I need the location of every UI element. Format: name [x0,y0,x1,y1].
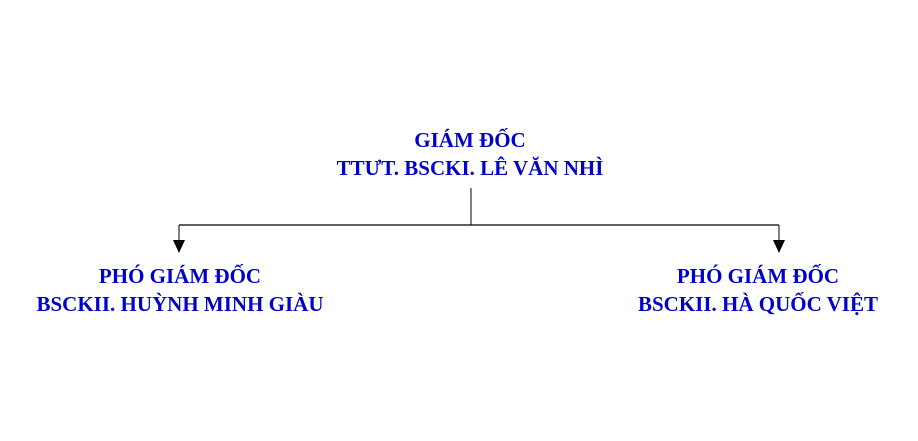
deputy-node-right: PHÓ GIÁM ĐỐC BSCKII. HÀ QUỐC VIỆT [638,262,878,318]
deputy-node-left: PHÓ GIÁM ĐỐC BSCKII. HUỲNH MINH GIÀU [36,262,323,318]
director-node: GIÁM ĐỐC TTƯT. BSCKI. LÊ VĂN NHÌ [337,126,604,182]
deputy-name: BSCKII. HÀ QUỐC VIỆT [637,292,879,316]
arrow-down-icon [773,240,785,253]
arrow-down-icon [173,240,185,253]
director-title: GIÁM ĐỐC [414,128,526,152]
director-name: TTƯT. BSCKI. LÊ VĂN NHÌ [336,156,604,180]
deputy-title: PHÓ GIÁM ĐỐC [98,264,262,288]
deputy-title: PHÓ GIÁM ĐỐC [676,264,840,288]
deputy-name: BSCKII. HUỲNH MINH GIÀU [36,292,324,316]
